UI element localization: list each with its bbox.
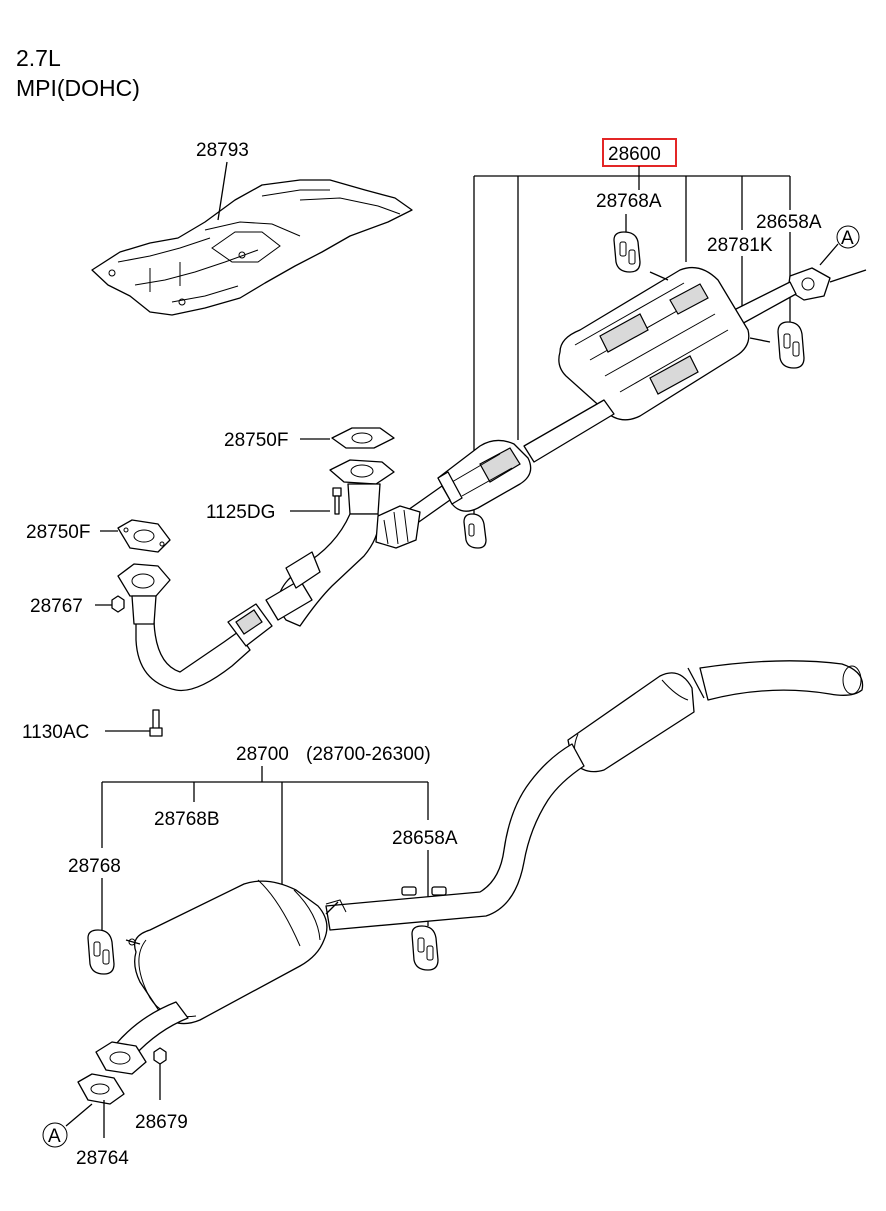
reference-marker-top-text: A <box>841 228 854 249</box>
nut-28679[interactable] <box>153 1047 167 1065</box>
front-exhaust-pipe[interactable] <box>117 427 421 692</box>
label-28781K: 28781K <box>707 235 773 256</box>
gasket-28750F-left[interactable] <box>117 519 171 553</box>
label-28767: 28767 <box>30 596 83 617</box>
heat-protector-part[interactable] <box>91 179 413 316</box>
bolt-1125DG[interactable] <box>332 487 342 515</box>
label-28679: 28679 <box>135 1112 188 1133</box>
label-28750F-left: 28750F <box>26 522 90 543</box>
label-28793: 28793 <box>196 140 249 161</box>
rubber-hanger-28658A-top[interactable] <box>777 321 805 369</box>
label-28600[interactable]: 28600 <box>608 144 661 165</box>
engine-size-label: 2.7L <box>16 45 61 71</box>
rubber-hanger-28768[interactable] <box>87 929 115 975</box>
reference-marker-bottom-text: A <box>48 1126 61 1147</box>
label-28658A-top: 28658A <box>756 212 822 233</box>
rubber-hanger-converter[interactable] <box>463 513 487 549</box>
label-28700-alt: (28700-26300) <box>306 744 431 765</box>
gasket-28764[interactable] <box>77 1073 125 1105</box>
label-28764: 28764 <box>76 1148 129 1169</box>
engine-type-label: MPI(DOHC) <box>16 75 140 101</box>
rear-muffler-assembly[interactable] <box>95 660 864 1075</box>
label-28768: 28768 <box>68 856 121 877</box>
label-28768A: 28768A <box>596 191 662 212</box>
reference-marker-bottom <box>42 1122 68 1148</box>
gasket-28750F-top[interactable] <box>331 427 395 449</box>
label-1130AC: 1130AC <box>22 722 89 743</box>
reference-marker-top <box>836 225 860 249</box>
label-28700[interactable]: 28700 <box>236 744 289 765</box>
rubber-hanger-28768A[interactable] <box>613 231 641 273</box>
label-28750F-top: 28750F <box>224 430 288 451</box>
bolt-1130AC[interactable] <box>149 709 163 737</box>
front-muffler-assembly[interactable] <box>407 266 867 525</box>
label-28768B: 28768B <box>154 809 220 830</box>
rubber-hanger-28658A-bottom[interactable] <box>411 925 439 971</box>
label-28658A-bottom: 28658A <box>392 828 458 849</box>
nut-28767[interactable] <box>111 595 125 613</box>
label-1125DG: 1125DG <box>206 502 275 523</box>
